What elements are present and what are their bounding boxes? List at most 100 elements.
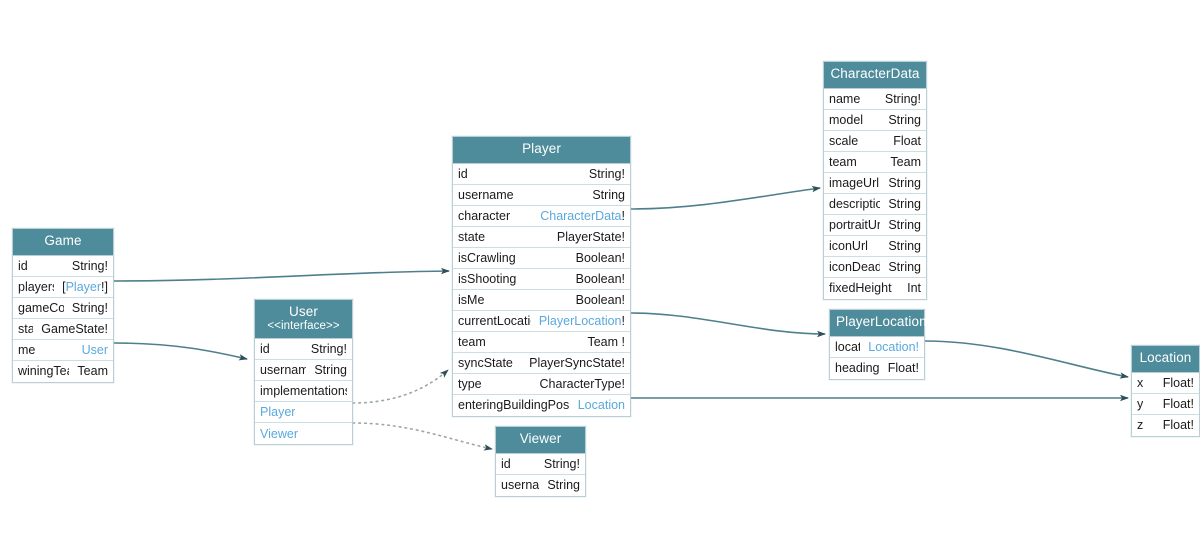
field-row: isMe Boolean! — [453, 289, 630, 311]
field-row: id String! — [255, 339, 352, 361]
field-row: currentLocation PlayerLocation! — [453, 310, 630, 332]
field-type-link[interactable]: Location — [577, 398, 625, 413]
field-type: String — [888, 175, 921, 190]
field-type: Float! — [1162, 396, 1194, 411]
entity-user-title: User <<interface>> — [255, 300, 352, 340]
implementation-player[interactable]: Player — [255, 402, 352, 424]
entity-location-title: Location — [1132, 346, 1199, 373]
entity-location[interactable]: Location x Float! y Float! z Float! — [1131, 345, 1200, 437]
field-row: name String! — [824, 88, 926, 110]
entity-characterdata[interactable]: CharacterData name String! model String … — [823, 61, 927, 300]
field-row: players [Player!] — [13, 276, 113, 298]
field-type: Float! — [887, 361, 919, 376]
implementations-header: implementations — [255, 381, 352, 403]
field-name: scale — [829, 133, 859, 148]
field-type: GameState! — [41, 321, 108, 336]
entity-viewer-title: Viewer — [496, 427, 585, 454]
field-name: name — [829, 91, 861, 106]
field-name: state — [18, 321, 34, 336]
field-type-link[interactable]: [Player!] — [62, 279, 108, 294]
field-name: id — [458, 166, 468, 181]
field-name: location — [835, 339, 861, 354]
field-row: id String! — [453, 163, 630, 185]
field-type: Boolean! — [575, 292, 625, 307]
field-name: id — [18, 258, 28, 273]
field-row: z Float! — [1132, 414, 1199, 436]
entity-game-title: Game — [13, 229, 113, 256]
field-type: Team — [77, 364, 108, 379]
field-type: String — [888, 196, 921, 211]
field-name: type — [458, 376, 482, 391]
entity-playerlocation[interactable]: PlayerLocation location Location! headin… — [829, 309, 927, 380]
field-name: team — [458, 334, 486, 349]
field-type: String! — [71, 300, 108, 315]
entity-player-title: Player — [453, 137, 630, 164]
field-type: PlayerSyncState! — [529, 355, 625, 370]
field-name: id — [260, 342, 270, 357]
field-row: team Team ! — [453, 331, 630, 353]
field-type: String! — [588, 166, 625, 181]
field-name: z — [1137, 418, 1144, 433]
field-name: state — [458, 229, 486, 244]
field-type: String! — [543, 456, 580, 471]
edge-playerlocation-location-to-location — [924, 340, 1129, 379]
entity-user-stereotype: <<interface>> — [267, 319, 340, 332]
field-name: description — [829, 196, 881, 211]
field-row: fixedHeight Int — [824, 277, 926, 299]
field-row: imageUrl String — [824, 172, 926, 194]
field-row: id String! — [496, 453, 585, 475]
entity-user[interactable]: User <<interface>> id String! username S… — [254, 299, 353, 446]
entity-viewer[interactable]: Viewer id String! username String — [495, 426, 586, 497]
field-row: portraitUrl String — [824, 214, 926, 236]
field-name: username — [458, 187, 514, 202]
field-name: isShooting — [458, 271, 517, 286]
field-row: winingTeam Team — [13, 360, 113, 382]
field-name: players — [18, 279, 54, 294]
edge-player-character-to-characterdata — [630, 185, 821, 210]
field-type: Boolean! — [575, 250, 625, 265]
entity-player[interactable]: Player id String! username String charac… — [452, 136, 631, 417]
field-row: location Location! — [830, 336, 924, 358]
field-row: syncState PlayerSyncState! — [453, 352, 630, 374]
field-name: currentLocation — [458, 313, 531, 328]
field-type: String — [888, 238, 921, 253]
field-row: scale Float — [824, 130, 926, 152]
field-type-link[interactable]: User — [81, 342, 108, 357]
field-type: Team ! — [587, 334, 625, 349]
edge-user-viewer-impl-dotted — [352, 422, 493, 451]
field-name: iconUrl — [829, 238, 868, 253]
entity-playerlocation-title: PlayerLocation — [830, 310, 927, 337]
field-row: iconDeadUrl String — [824, 256, 926, 278]
field-name: isMe — [458, 292, 485, 307]
field-type: Float! — [1162, 375, 1194, 390]
implementation-name: Viewer — [260, 426, 298, 441]
field-type: String — [888, 112, 921, 127]
field-type: String — [888, 217, 921, 232]
field-name: team — [829, 154, 857, 169]
implementations-label: implementations — [260, 384, 347, 399]
edge-game-me-to-user — [113, 342, 248, 361]
implementation-name: Player — [260, 405, 296, 420]
field-row: enteringBuildingPosition Location — [453, 394, 630, 416]
field-type: Int — [907, 281, 921, 296]
field-name: syncState — [458, 355, 513, 370]
field-row: isShooting Boolean! — [453, 268, 630, 290]
field-name: portraitUrl — [829, 217, 881, 232]
field-name: me — [18, 342, 36, 357]
edge-player-currentlocation-to-playerlocation — [630, 312, 826, 338]
field-type-link[interactable]: Location! — [868, 339, 919, 354]
field-row: id String! — [13, 255, 113, 277]
field-name: imageUrl — [829, 175, 880, 190]
implementation-viewer[interactable]: Viewer — [255, 423, 352, 445]
field-type: String — [547, 478, 580, 493]
field-type: Team — [890, 154, 921, 169]
field-type-link[interactable]: PlayerLocation! — [538, 313, 625, 328]
field-type-link[interactable]: CharacterData! — [540, 208, 625, 223]
field-name: x — [1137, 375, 1144, 390]
field-row: heading Float! — [830, 357, 924, 379]
field-name: gameCode — [18, 300, 64, 315]
field-name: model — [829, 112, 864, 127]
field-type: String! — [884, 91, 921, 106]
entity-characterdata-title: CharacterData — [824, 62, 926, 89]
entity-game[interactable]: Game id String! players [Player!] gameCo… — [12, 228, 114, 383]
